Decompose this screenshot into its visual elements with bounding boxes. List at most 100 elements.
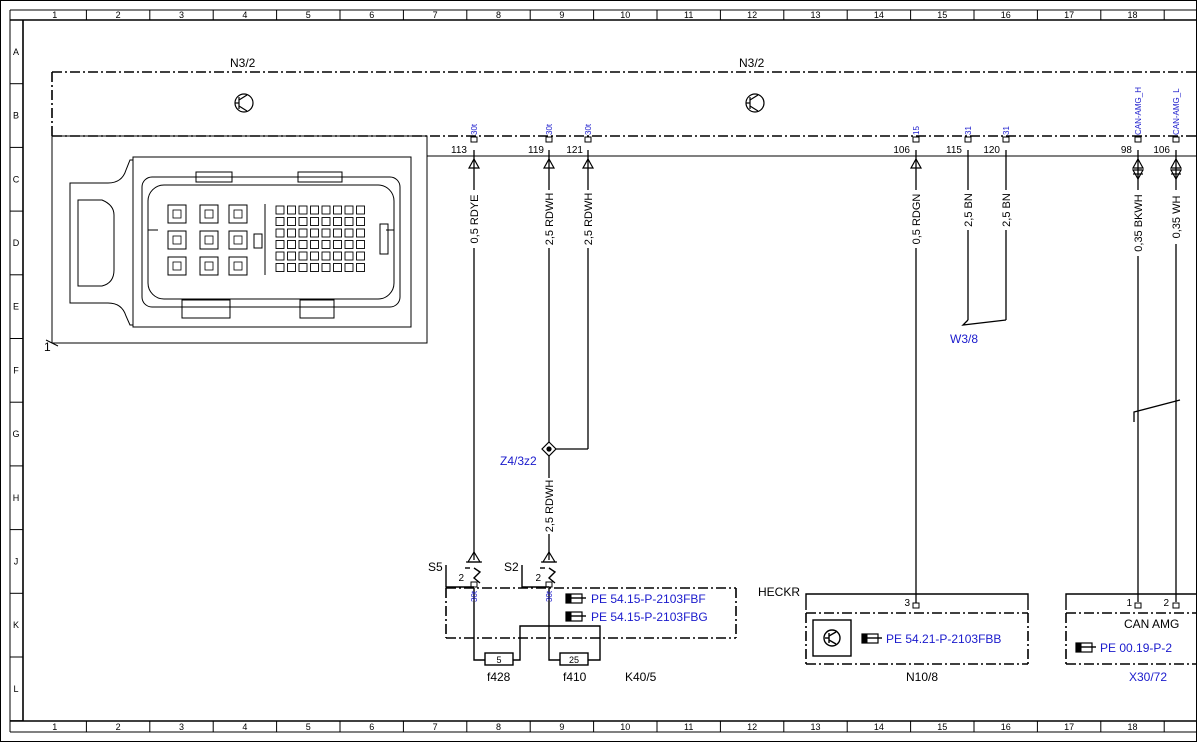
link-pe-54-15-fbg[interactable]: PE 54.15-P-2103FBG <box>591 610 708 624</box>
column-label: 17 <box>1064 10 1074 20</box>
connector-pin-number: 1 <box>44 340 51 354</box>
cavity <box>229 257 247 275</box>
cavity <box>276 206 284 214</box>
cavity <box>311 218 319 226</box>
pin-number: 2 <box>458 573 464 584</box>
cavity <box>334 229 342 237</box>
row-label: J <box>14 556 19 566</box>
cavity <box>322 252 330 260</box>
cavity <box>168 205 186 223</box>
component-label-f410: f410 <box>563 670 587 684</box>
column-label: 2 <box>116 722 121 732</box>
cavity <box>357 252 365 260</box>
cavity <box>288 206 296 214</box>
pin-signal: 31 <box>964 126 973 135</box>
component-label-n32-center: N3/2 <box>739 56 765 70</box>
link-pe-00-19[interactable]: PE 00.19-P-2 <box>1100 641 1172 655</box>
link-z43z2[interactable]: Z4/3z2 <box>500 454 537 468</box>
column-label: 6 <box>369 10 374 20</box>
column-label: 18 <box>1127 722 1137 732</box>
link-w38[interactable]: W3/8 <box>950 332 978 346</box>
cavity <box>357 206 365 214</box>
cavity <box>299 218 307 226</box>
cavity <box>299 229 307 237</box>
pin-number: 121 <box>566 145 583 156</box>
column-label: 9 <box>559 722 564 732</box>
cavity <box>173 236 181 244</box>
cavity <box>299 241 307 249</box>
column-label: 2 <box>116 10 121 20</box>
transistor-icon <box>746 94 764 112</box>
column-label: 6 <box>369 722 374 732</box>
link-x3072[interactable]: X30/72 <box>1129 670 1167 684</box>
column-label: 3 <box>179 722 184 732</box>
fuse-rating: 5 <box>496 655 501 665</box>
cavity <box>299 252 307 260</box>
link-pe-54-15-fbf[interactable]: PE 54.15-P-2103FBF <box>591 592 706 606</box>
wire-label: 2,5 RDWH <box>544 193 556 246</box>
cavity <box>311 241 319 249</box>
pointing-hand-icon <box>566 612 586 621</box>
cavity <box>288 241 296 249</box>
cavity <box>322 218 330 226</box>
cavity <box>357 229 365 237</box>
cavity <box>345 264 353 272</box>
cavity <box>234 236 242 244</box>
cavity <box>276 252 284 260</box>
cavity <box>345 241 353 249</box>
wire-label: 2,5 RDWH <box>544 480 556 533</box>
column-label: 17 <box>1064 722 1074 732</box>
transistor-icon <box>235 94 253 112</box>
cavity <box>288 252 296 260</box>
wire-label: 2,5 RDWH <box>583 193 595 246</box>
cavity <box>229 205 247 223</box>
column-label: 11 <box>684 10 693 20</box>
row-label: D <box>13 238 20 248</box>
pin-signal: 30t <box>545 590 554 602</box>
cavity <box>276 218 284 226</box>
cavity <box>322 229 330 237</box>
pin-signal: 31 <box>1002 126 1011 135</box>
column-label: 5 <box>306 10 311 20</box>
column-label: 1 <box>52 722 57 732</box>
cavity <box>334 206 342 214</box>
pin-number: 106 <box>893 145 910 156</box>
fuse-rating: 25 <box>569 655 579 665</box>
pin-signal: CAN-AMG_L <box>1172 88 1181 135</box>
wires <box>474 150 1180 606</box>
pin-signal: 15 <box>912 126 921 135</box>
component-label-n108: N10/8 <box>906 670 938 684</box>
cavity <box>345 252 353 260</box>
cavity <box>276 229 284 237</box>
column-label: 1 <box>52 10 57 20</box>
column-label: 13 <box>810 722 820 732</box>
column-label: 4 <box>242 722 247 732</box>
cavity <box>311 229 319 237</box>
column-label: 15 <box>937 722 947 732</box>
cavity <box>345 229 353 237</box>
cavity <box>276 241 284 249</box>
wire-label: 0,35 BKWH <box>1133 194 1145 252</box>
row-label: H <box>13 493 20 503</box>
row-label: B <box>13 111 19 121</box>
column-label: 10 <box>620 10 630 20</box>
cavity <box>357 264 365 272</box>
pin-signal: CAN-AMG_H <box>1134 87 1143 135</box>
link-pe-54-21-fbb[interactable]: PE 54.21-P-2103FBB <box>886 632 1001 646</box>
cavity <box>334 264 342 272</box>
cavity <box>200 205 218 223</box>
cavity <box>357 218 365 226</box>
cavity <box>322 206 330 214</box>
cavity <box>322 264 330 272</box>
pin-number: 119 <box>528 145 544 156</box>
column-label: 15 <box>937 10 947 20</box>
cavity <box>276 264 284 272</box>
pin-number: 98 <box>1121 145 1133 156</box>
cavity <box>334 218 342 226</box>
cavity <box>229 231 247 249</box>
cavity <box>205 262 213 270</box>
column-label: 7 <box>433 722 438 732</box>
